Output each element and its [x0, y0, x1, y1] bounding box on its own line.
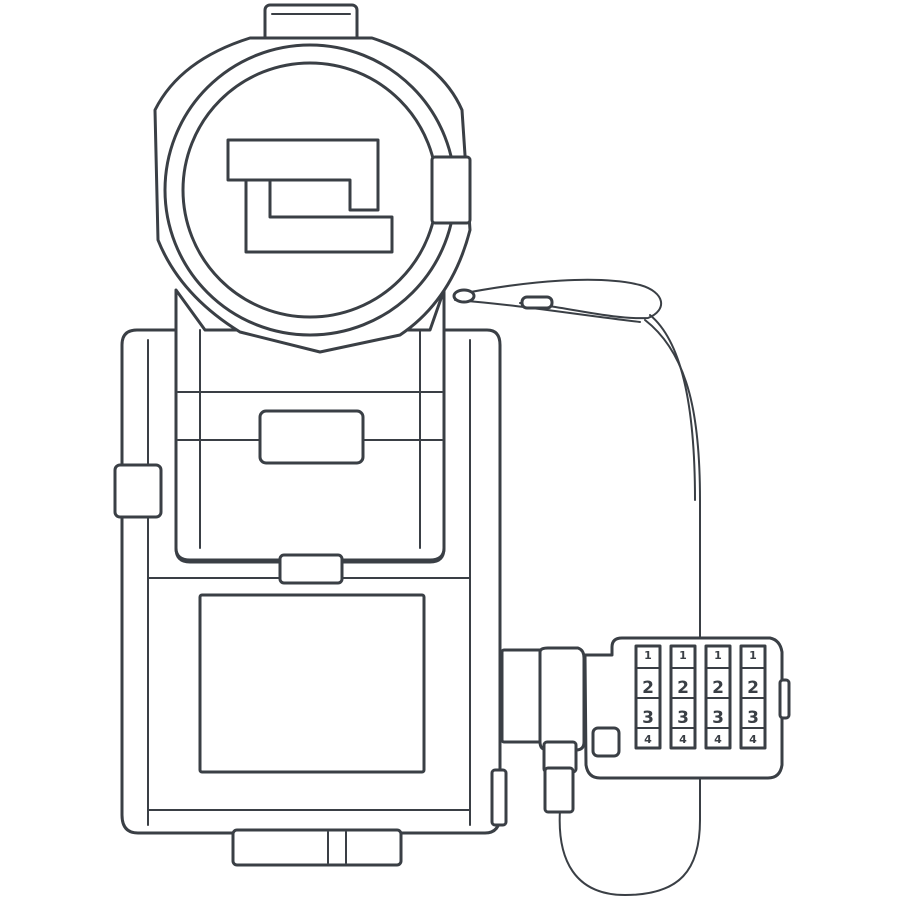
- dial-wheel-4[interactable]: 1 2 3 4: [739, 644, 767, 750]
- dial-wheel-3[interactable]: 1 2 3 4: [704, 644, 732, 750]
- lock-collar: [538, 646, 586, 752]
- logo-top-bracket: [226, 138, 380, 212]
- dial-digit: 2: [712, 678, 724, 698]
- combination-lock: 1 2 3 4 1 2 3 4 1 2 3 4 1 2 3 4: [583, 636, 791, 780]
- neck-tab: [278, 553, 344, 585]
- lock-release-button: [778, 678, 791, 720]
- dial-digit: 2: [642, 678, 654, 698]
- screen-window: [198, 593, 426, 774]
- side-clip: [113, 463, 163, 519]
- dial-digit: 1: [679, 649, 687, 662]
- dial-digit: 4: [679, 733, 687, 746]
- cable-ferrule: [543, 766, 575, 814]
- base-unit: [198, 593, 426, 867]
- bracket-foot-right: [490, 768, 508, 827]
- dial-digit: 3: [642, 708, 654, 728]
- logo-bottom-bracket: [244, 178, 394, 254]
- dial-digit: 4: [749, 733, 757, 746]
- dial-digit: 1: [644, 649, 652, 662]
- dial-digit: 3: [712, 708, 724, 728]
- security-cable: [452, 278, 701, 896]
- display-screen: [181, 61, 439, 319]
- dial-digit: 3: [677, 708, 689, 728]
- dial-digit: 1: [749, 649, 757, 662]
- dial-digit: 4: [714, 733, 722, 746]
- dial-wheel-2[interactable]: 1 2 3 4: [669, 644, 697, 750]
- dial-digit: 3: [747, 708, 759, 728]
- cable-crimp-sleeve: [520, 295, 554, 310]
- lock-head: [500, 646, 586, 814]
- dial-digit: 1: [714, 649, 722, 662]
- center-latch: [258, 409, 365, 465]
- lock-reset-button: [591, 726, 621, 758]
- device-neck: [174, 288, 446, 585]
- dial-digit: 4: [644, 733, 652, 746]
- dial-wheel-1[interactable]: 1 2 3 4: [634, 644, 662, 750]
- combination-dials[interactable]: 1 2 3 4 1 2 3 4 1 2 3 4 1 2 3 4: [634, 644, 767, 750]
- base-connector: [231, 828, 403, 867]
- cable-loop-end: [452, 288, 476, 304]
- dial-digit: 2: [677, 678, 689, 698]
- dial-digit: 2: [747, 678, 759, 698]
- side-button: [430, 155, 472, 225]
- display-head: [153, 3, 472, 354]
